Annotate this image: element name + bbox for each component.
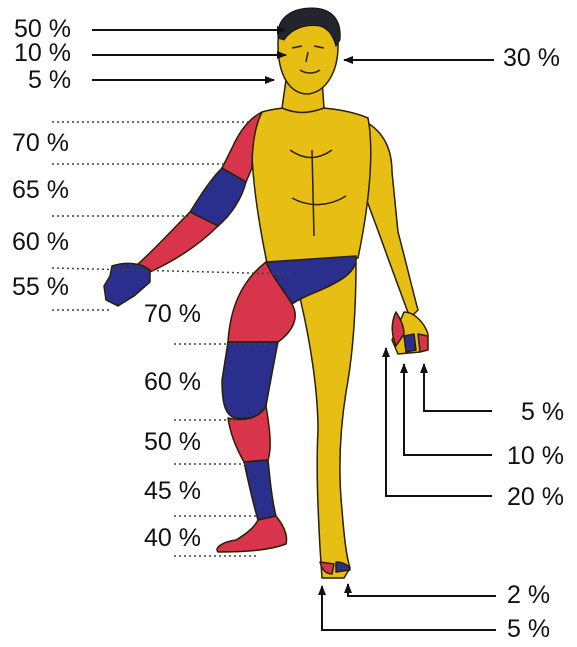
arrow-finger-10 — [404, 364, 492, 455]
arrow-finger-5 — [424, 364, 492, 411]
label-fingers-5: 5 % — [521, 400, 564, 425]
label-fingers-20: 20 % — [507, 485, 564, 510]
label-fingers-10: 10 % — [507, 444, 564, 469]
label-leg-calf: 50 % — [144, 430, 201, 455]
finger-zone-blue — [404, 334, 416, 352]
knee-zone — [222, 342, 278, 419]
shin-zone — [244, 460, 276, 520]
standing-leg — [300, 262, 356, 578]
label-head-chin: 5 % — [28, 68, 71, 93]
label-arm-hand: 55 % — [12, 275, 69, 300]
label-head-right: 30 % — [503, 46, 560, 71]
arrow-toe-2 — [348, 584, 496, 596]
label-arm-elbow: 65 % — [12, 178, 69, 203]
foot-zone — [217, 516, 287, 552]
label-leg-foot: 40 % — [144, 526, 201, 551]
label-leg-thigh: 70 % — [144, 302, 201, 327]
label-leg-knee: 60 % — [144, 370, 201, 395]
label-arm-fore: 60 % — [12, 230, 69, 255]
label-toe-2: 2 % — [507, 583, 550, 608]
label-arm-upper: 70 % — [12, 131, 69, 156]
forearm-zone — [138, 212, 218, 272]
label-leg-shin: 45 % — [144, 479, 201, 504]
torso — [252, 107, 371, 268]
label-toe-5: 5 % — [507, 617, 550, 642]
finger-zone-tip — [418, 334, 428, 352]
arrow-finger-20 — [386, 348, 492, 496]
label-head-eyes: 10 % — [14, 41, 71, 66]
